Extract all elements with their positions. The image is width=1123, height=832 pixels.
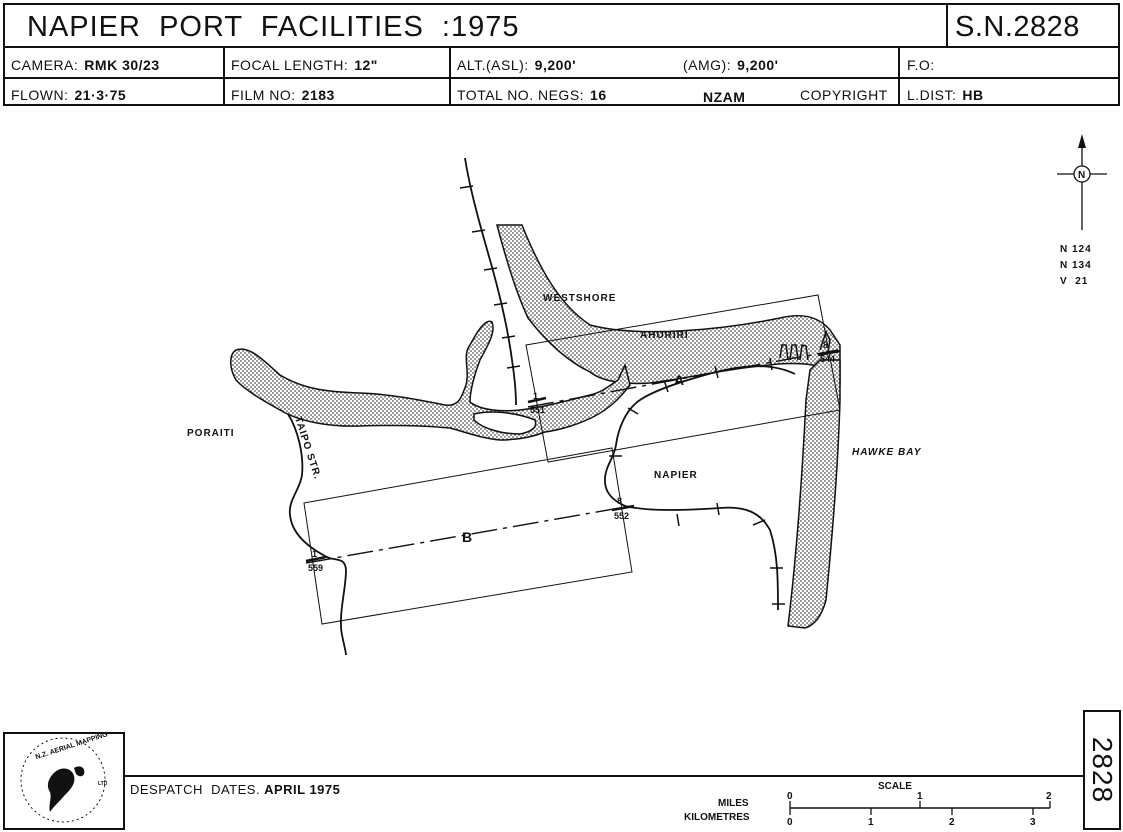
railway-north bbox=[464, 157, 517, 406]
sheet-tab-frame bbox=[1083, 710, 1121, 830]
miles-label: MILES bbox=[718, 798, 749, 809]
run-b-start-neg: 1 bbox=[312, 549, 317, 559]
run-a-label: A bbox=[674, 372, 684, 388]
run-b-label: B bbox=[462, 529, 472, 545]
km-tick-3: 3 bbox=[1030, 817, 1036, 828]
header-divider bbox=[5, 46, 1118, 48]
run-b-end-neg: 8 bbox=[617, 496, 622, 506]
westshore-beach bbox=[496, 224, 841, 386]
hawke-bay-coast bbox=[787, 359, 841, 629]
copyright-mark: COPYRIGHT bbox=[800, 87, 888, 103]
place-napier: NAPIER bbox=[654, 470, 698, 481]
film-value: 2183 bbox=[301, 87, 335, 103]
header-divider bbox=[5, 77, 1118, 79]
run-a-start-frame: 551 bbox=[530, 405, 545, 415]
railway-ticks-napier bbox=[609, 357, 785, 605]
camera-value: RMK 30/23 bbox=[84, 57, 160, 73]
map-ref-2: N 134 bbox=[1060, 260, 1092, 271]
north-letter: N bbox=[1078, 170, 1085, 181]
despatch-value: APRIL 1975 bbox=[264, 782, 341, 797]
sheet-tab: 2828 bbox=[1083, 710, 1121, 830]
north-arrow: N bbox=[1057, 134, 1107, 230]
harbour-wharves bbox=[779, 330, 831, 361]
flown-label: FLOWN: bbox=[11, 87, 69, 103]
kilometres-label: KILOMETRES bbox=[684, 812, 750, 823]
alt-asl-value: 9,200' bbox=[534, 57, 577, 73]
run-a-end-marker bbox=[817, 349, 841, 357]
run-a-end-frame: 544 bbox=[820, 354, 835, 364]
fo-field: F.O: bbox=[907, 57, 935, 73]
flown-field: FLOWN: 21·3·75 bbox=[11, 87, 126, 103]
flown-value: 21·3·75 bbox=[74, 87, 127, 103]
ldist-field: L.DIST: HB bbox=[907, 87, 984, 103]
header-divider bbox=[449, 46, 451, 104]
map-ref-1: N 124 bbox=[1060, 244, 1092, 255]
footer-rule bbox=[125, 775, 1083, 777]
focal-label: FOCAL LENGTH: bbox=[231, 57, 349, 73]
header-divider bbox=[898, 46, 900, 104]
lagoon-island bbox=[473, 411, 537, 435]
run-b-start-marker bbox=[305, 555, 327, 563]
place-poraiti: PORAITI bbox=[187, 428, 235, 439]
miles-tick-0: 0 bbox=[787, 791, 793, 802]
camera-field: CAMERA: RMK 30/23 bbox=[11, 57, 160, 73]
amg-field: (AMG): 9,200' bbox=[683, 57, 778, 73]
header-divider bbox=[946, 5, 948, 46]
camera-label: CAMERA: bbox=[11, 57, 79, 73]
run-b-end-frame: 552 bbox=[614, 511, 629, 521]
alt-asl-label: ALT.(ASL): bbox=[457, 57, 529, 73]
scale-title: SCALE bbox=[878, 781, 912, 792]
ldist-value: HB bbox=[962, 87, 984, 103]
run-a-line bbox=[527, 349, 839, 408]
run-b-start-frame: 559 bbox=[308, 563, 323, 573]
focal-field: FOCAL LENGTH: 12" bbox=[231, 57, 378, 73]
film-label: FILM NO: bbox=[231, 87, 296, 103]
run-a-start-marker bbox=[527, 396, 547, 404]
place-taipo-stream: TAIPO STR. bbox=[292, 416, 323, 482]
km-tick-1: 1 bbox=[868, 817, 874, 828]
map-ref-3: V 21 bbox=[1060, 276, 1088, 287]
despatch-label: DESPATCH DATES. bbox=[130, 782, 261, 797]
railway-ticks bbox=[459, 185, 521, 369]
place-hawke-bay: HAWKE BAY bbox=[852, 447, 922, 458]
alt-asl-field: ALT.(ASL): 9,200' bbox=[457, 57, 576, 73]
fo-label: F.O: bbox=[907, 57, 935, 73]
negs-value: 16 bbox=[590, 87, 607, 103]
focal-value: 12" bbox=[354, 57, 378, 73]
miles-tick-1: 1 bbox=[917, 791, 923, 802]
logo-frame bbox=[3, 732, 125, 830]
ldist-label: L.DIST: bbox=[907, 87, 957, 103]
nzam-mark: NZAM bbox=[703, 89, 746, 105]
negs-label: TOTAL NO. NEGS: bbox=[457, 87, 585, 103]
run-b-coverage bbox=[303, 447, 633, 625]
run-b-end-marker bbox=[611, 504, 635, 512]
map-title: NAPIER PORT FACILITIES :1975 bbox=[27, 11, 520, 43]
taipo-stream bbox=[287, 413, 347, 656]
run-a-start-neg: 1 bbox=[533, 391, 538, 401]
film-field: FILM NO: 2183 bbox=[231, 87, 335, 103]
run-a-coverage bbox=[525, 294, 841, 463]
negs-field: TOTAL NO. NEGS: 16 bbox=[457, 87, 607, 103]
scale-bar: SCALE MILES KILOMETRES 0 1 2 0 1 2 3 bbox=[684, 781, 1052, 828]
km-tick-2: 2 bbox=[949, 817, 955, 828]
place-westshore: WESTSHORE bbox=[543, 293, 616, 304]
run-a-end-neg: 8 bbox=[823, 340, 828, 350]
despatch-field: DESPATCH DATES.APRIL 1975 bbox=[130, 782, 340, 797]
km-tick-0: 0 bbox=[787, 817, 793, 828]
miles-tick-2: 2 bbox=[1046, 791, 1052, 802]
sheet-tab-number: 2828 bbox=[1087, 736, 1119, 804]
railway-napier bbox=[604, 365, 796, 611]
estuary-lagoon bbox=[230, 320, 631, 441]
place-ahuriri: AHURIRI bbox=[640, 330, 689, 341]
amg-label: (AMG): bbox=[683, 57, 732, 73]
logo-sub: LTD bbox=[98, 781, 108, 787]
header-divider bbox=[223, 46, 225, 104]
sheet-number: S.N.2828 bbox=[955, 11, 1080, 43]
run-b-line bbox=[305, 506, 626, 564]
header-table: NAPIER PORT FACILITIES :1975 S.N.2828 CA… bbox=[3, 3, 1120, 106]
amg-value: 9,200' bbox=[737, 57, 779, 73]
